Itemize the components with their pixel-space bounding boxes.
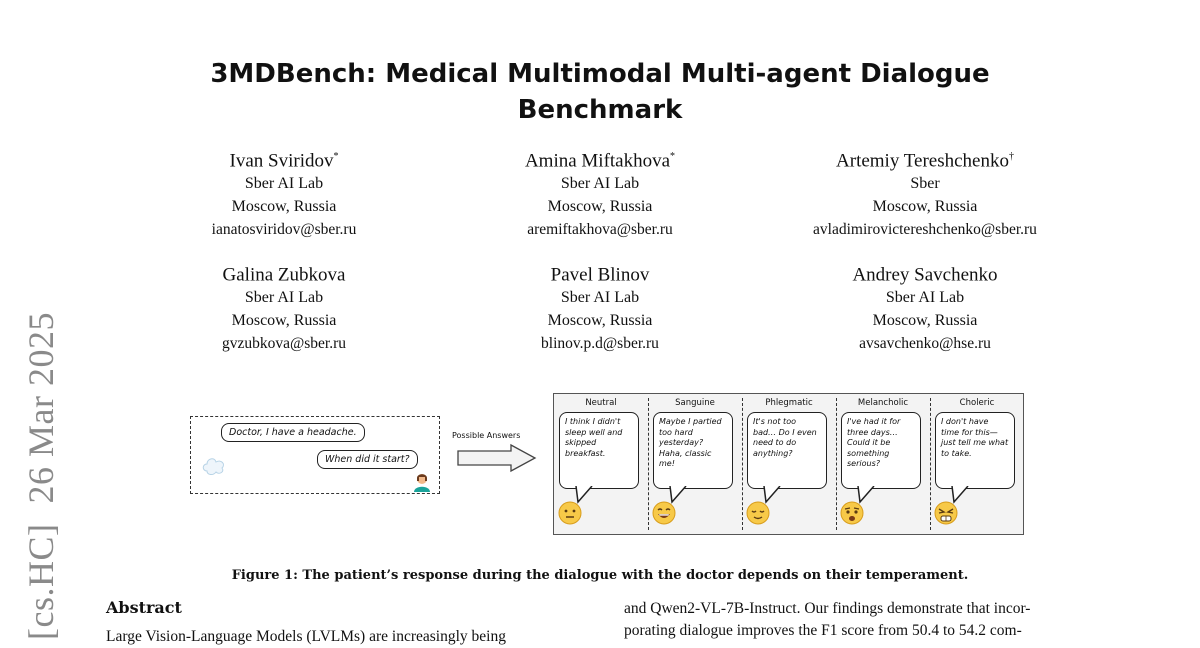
author-block: Galina Zubkova Sber AI Lab Moscow, Russi… bbox=[154, 260, 414, 355]
temperament-sanguine: Sanguine Maybe I partied too hard yester… bbox=[648, 394, 742, 534]
response-bubble: I've had it for three days… Could it be … bbox=[841, 412, 921, 489]
author-block: Pavel Blinov Sber AI Lab Moscow, Russia … bbox=[470, 260, 730, 355]
bubble-tail bbox=[575, 486, 593, 504]
possible-answers-label: Possible Answers bbox=[452, 431, 521, 440]
body-text-line: porating dialogue improves the F1 score … bbox=[624, 622, 1022, 639]
author-location: Moscow, Russia bbox=[872, 312, 978, 330]
author-block: Artemiy Tereshchenko† Sber Moscow, Russi… bbox=[760, 146, 1090, 241]
author-name: Amina Miftakhova bbox=[524, 150, 671, 172]
response-text: I've had it for three days… Could it be … bbox=[847, 417, 901, 468]
author-name: Ivan Sviridov bbox=[229, 150, 334, 172]
author-name: Artemiy Tereshchenko bbox=[836, 150, 1009, 172]
author-name: Andrey Savchenko bbox=[852, 264, 998, 286]
column-divider bbox=[648, 398, 649, 530]
abstract-heading: Abstract bbox=[106, 598, 182, 617]
author-mark: † bbox=[1008, 151, 1014, 162]
paper-title-line-1: 3MDBench: Medical Multimodal Multi-agent… bbox=[210, 59, 990, 89]
thought-cloud-icon bbox=[202, 458, 224, 475]
response-text: I think I didn't sleep well and skipped … bbox=[565, 417, 623, 458]
doctor-speech-bubble: When did it start? bbox=[317, 450, 418, 469]
temperament-label: Neutral bbox=[585, 398, 617, 408]
temperament-label: Phlegmatic bbox=[765, 398, 813, 408]
author-name: Galina Zubkova bbox=[222, 264, 346, 286]
author-mark: * bbox=[670, 151, 676, 162]
author-location: Moscow, Russia bbox=[872, 198, 978, 216]
bubble-tail bbox=[857, 486, 875, 504]
author-affiliation: Sber AI Lab bbox=[244, 175, 324, 193]
temperament-label: Melancholic bbox=[857, 398, 909, 408]
response-bubble: I don't have time for this—just tell me … bbox=[935, 412, 1015, 489]
bubble-tail bbox=[669, 486, 687, 504]
author-email: avsavchenko@hse.ru bbox=[859, 335, 991, 353]
column-divider bbox=[836, 398, 837, 530]
frustrated-face-icon bbox=[934, 501, 958, 525]
abstract-text-line: Large Vision-Language Models (LVLMs) are… bbox=[106, 628, 506, 645]
dialogue-box: Doctor, I have a headache. When did it s… bbox=[190, 416, 440, 494]
paper-title-line-2: Benchmark bbox=[517, 95, 683, 125]
temperament-choleric: Choleric I don't have time for this—just… bbox=[930, 394, 1024, 534]
column-divider bbox=[742, 398, 743, 530]
response-bubble: I think I didn't sleep well and skipped … bbox=[559, 412, 639, 489]
column-divider bbox=[930, 398, 931, 530]
temperament-panel: Neutral I think I didn't sleep well and … bbox=[553, 393, 1024, 535]
author-location: Moscow, Russia bbox=[231, 198, 337, 216]
temperament-label: Sanguine bbox=[675, 398, 715, 408]
author-email: blinov.p.d@sber.ru bbox=[541, 335, 659, 353]
author-email: aremiftakhova@sber.ru bbox=[527, 221, 673, 239]
body-text-line: and Qwen2-VL-7B-Instruct. Our findings d… bbox=[624, 600, 1031, 617]
author-affiliation: Sber AI Lab bbox=[885, 289, 965, 307]
patient-line: Doctor, I have a headache. bbox=[229, 427, 357, 438]
author-mark: * bbox=[333, 151, 339, 162]
author-location: Moscow, Russia bbox=[547, 198, 653, 216]
grinning-face-icon bbox=[652, 501, 676, 525]
figure-caption: Figure 1: The patient’s response during … bbox=[231, 568, 969, 583]
relieved-face-icon bbox=[746, 501, 770, 525]
arxiv-date: 26 Mar 2025 bbox=[21, 312, 61, 504]
neutral-face-icon bbox=[558, 501, 582, 525]
author-email: ianatosviridov@sber.ru bbox=[211, 221, 357, 239]
bubble-tail bbox=[763, 486, 781, 504]
author-email: avladimirovictereshchenko@sber.ru bbox=[813, 221, 1037, 239]
author-block: Amina Miftakhova* Sber AI Lab Moscow, Ru… bbox=[470, 146, 730, 241]
doctor-line: When did it start? bbox=[325, 454, 410, 465]
doctor-icon bbox=[414, 474, 430, 492]
author-block: Ivan Sviridov* Sber AI Lab Moscow, Russi… bbox=[154, 146, 414, 241]
patient-speech-bubble: Doctor, I have a headache. bbox=[221, 423, 365, 442]
temperament-label: Choleric bbox=[959, 398, 995, 408]
temperament-melancholic: Melancholic I've had it for three days… … bbox=[836, 394, 930, 534]
temperament-neutral: Neutral I think I didn't sleep well and … bbox=[554, 394, 648, 534]
author-block: Andrey Savchenko Sber AI Lab Moscow, Rus… bbox=[790, 260, 1060, 355]
author-affiliation: Sber AI Lab bbox=[560, 289, 640, 307]
bubble-tail bbox=[951, 486, 969, 504]
author-affiliation: Sber AI Lab bbox=[244, 289, 324, 307]
response-text: It's not too bad… Do I even need to do a… bbox=[753, 417, 817, 458]
worried-face-icon bbox=[840, 501, 864, 525]
response-text: I don't have time for this—just tell me … bbox=[941, 417, 1009, 458]
temperament-phlegmatic: Phlegmatic It's not too bad… Do I even n… bbox=[742, 394, 836, 534]
response-bubble: Maybe I partied too hard yesterday? Haha… bbox=[653, 412, 733, 489]
paper-title: 3MDBench: Medical Multimodal Multi-agent… bbox=[160, 56, 1040, 128]
author-affiliation: Sber AI Lab bbox=[560, 175, 640, 193]
response-bubble: It's not too bad… Do I even need to do a… bbox=[747, 412, 827, 489]
author-email: gvzubkova@sber.ru bbox=[221, 335, 347, 353]
response-text: Maybe I partied too hard yesterday? Haha… bbox=[659, 417, 722, 468]
author-location: Moscow, Russia bbox=[231, 312, 337, 330]
author-location: Moscow, Russia bbox=[547, 312, 653, 330]
author-name: Pavel Blinov bbox=[550, 264, 650, 286]
right-arrow-icon bbox=[457, 443, 537, 473]
author-affiliation: Sber bbox=[910, 175, 940, 193]
arxiv-stamp: [cs.HC]26 Mar 2025 bbox=[20, 312, 62, 640]
